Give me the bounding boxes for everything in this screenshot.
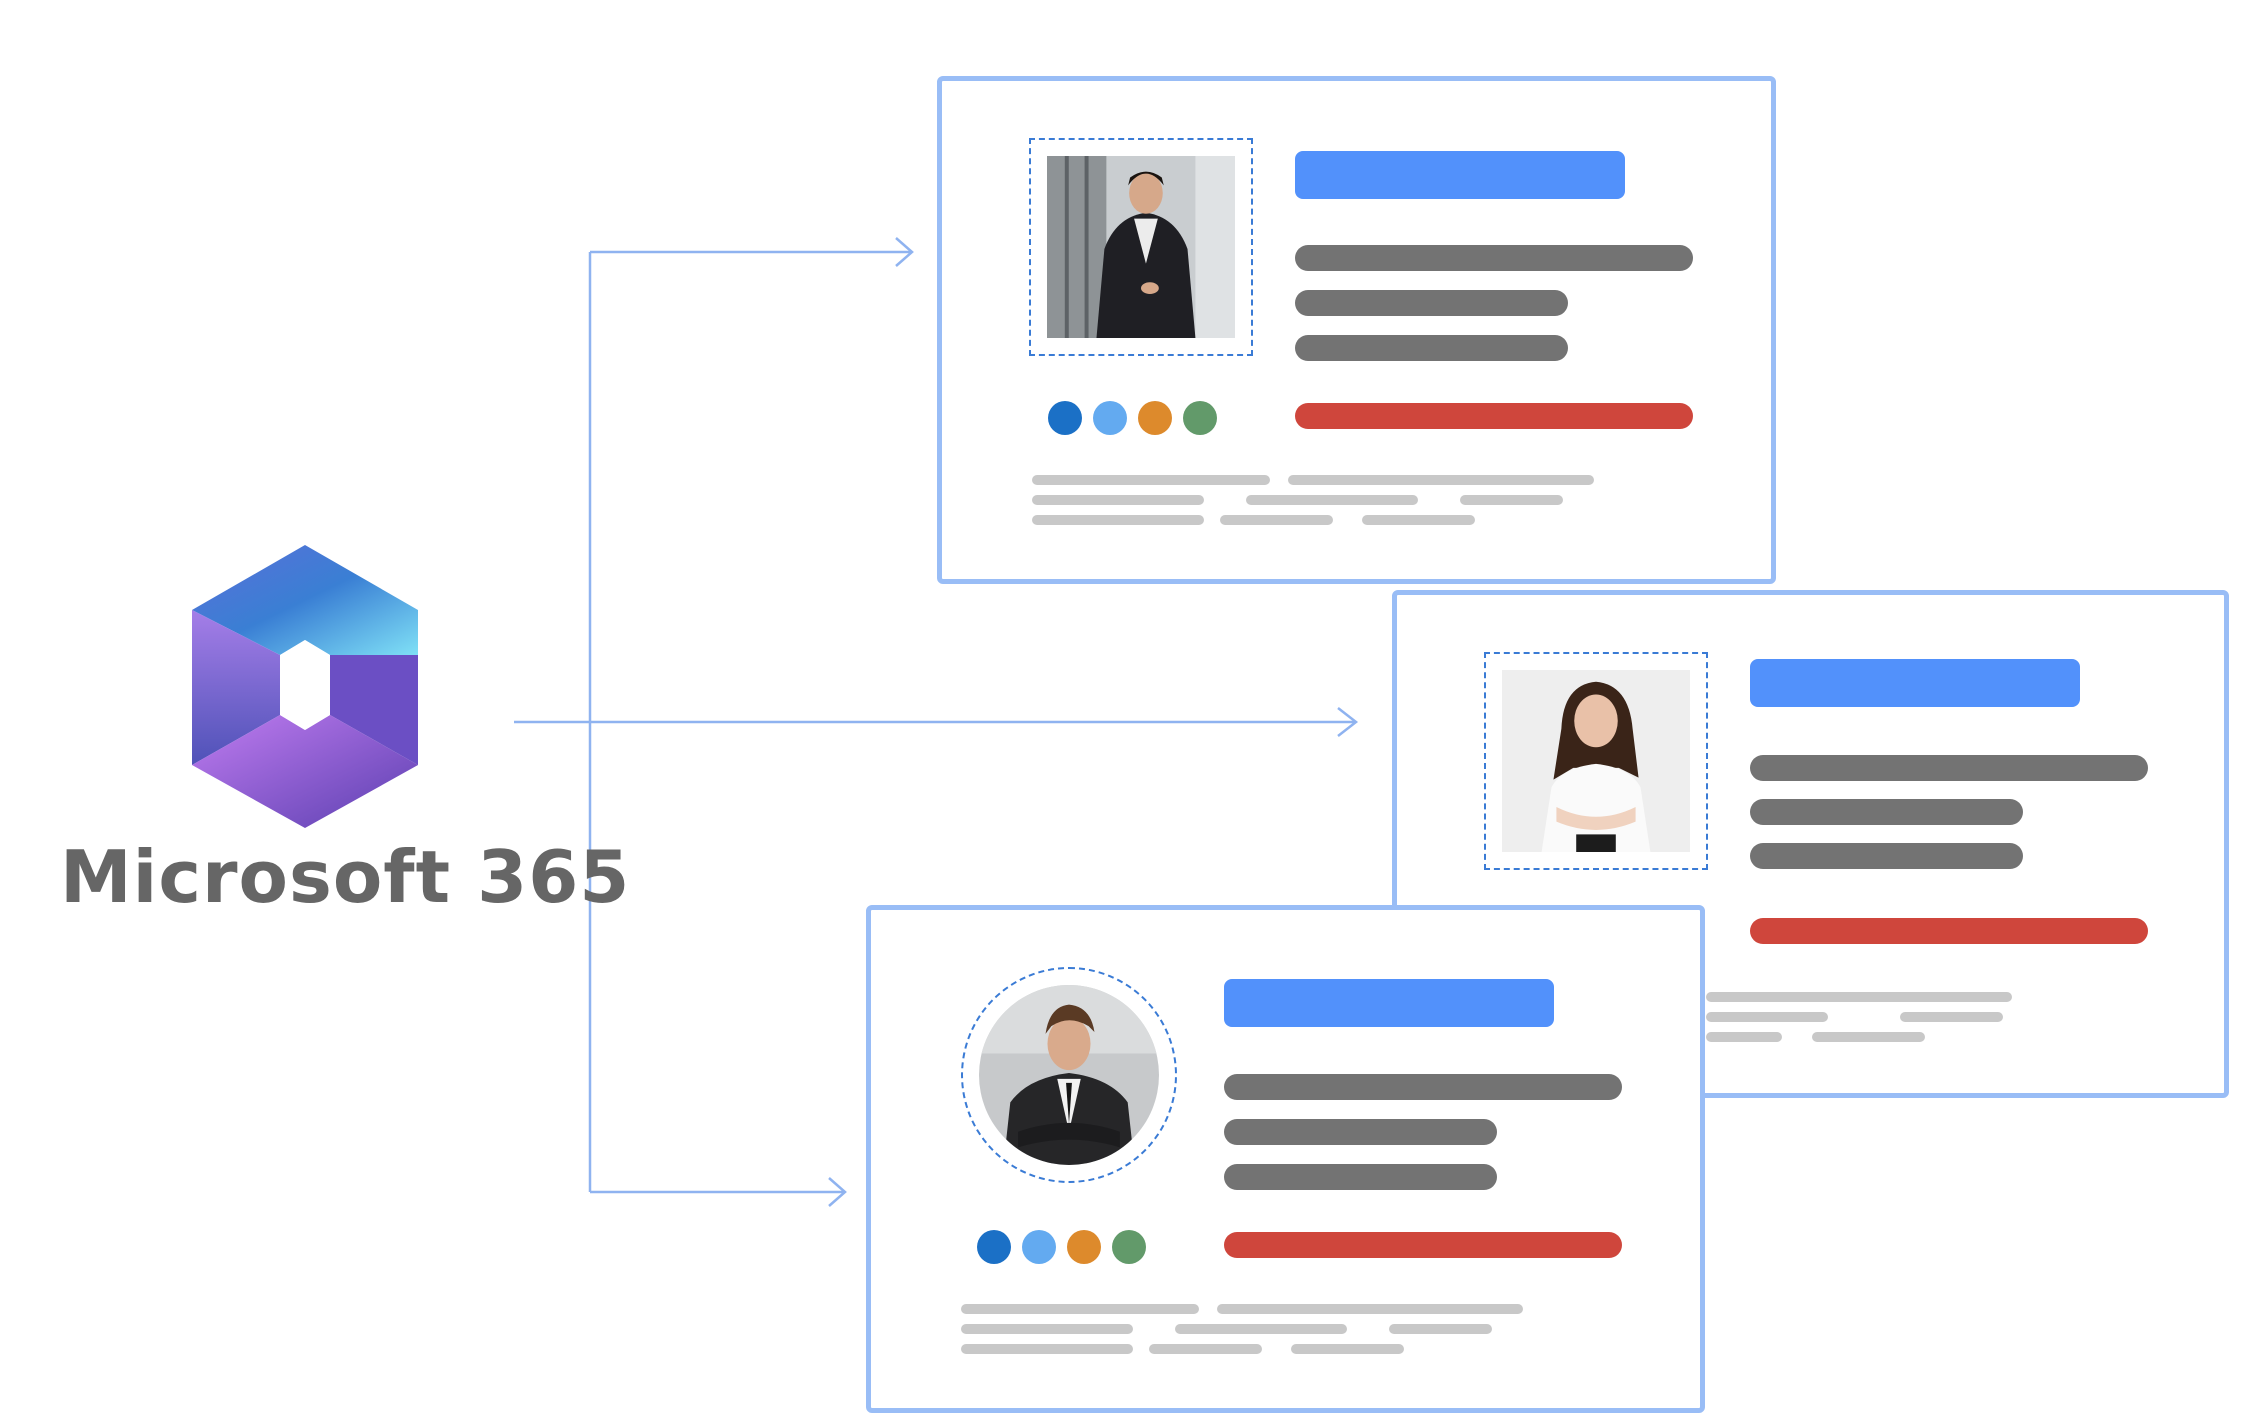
microsoft-365-logo-icon bbox=[170, 540, 440, 830]
text-bar bbox=[1750, 755, 2148, 781]
name-bar bbox=[1224, 979, 1554, 1027]
brand-name: Microsoft 365 bbox=[60, 835, 631, 919]
faint-line bbox=[1706, 1032, 1782, 1042]
profile-photo-man-suit bbox=[979, 985, 1159, 1165]
text-bar bbox=[1750, 799, 2023, 825]
status-dot bbox=[1093, 401, 1127, 435]
name-bar bbox=[1295, 151, 1625, 199]
profile-card-1 bbox=[937, 76, 1776, 584]
faint-line bbox=[1362, 515, 1475, 525]
arrow-right-icon bbox=[828, 1177, 847, 1207]
accent-bar bbox=[1750, 918, 2148, 944]
faint-line bbox=[1032, 475, 1270, 485]
status-dot bbox=[1183, 401, 1217, 435]
profile-card-3 bbox=[866, 905, 1705, 1413]
status-dot bbox=[1022, 1230, 1056, 1264]
text-bar bbox=[1224, 1074, 1622, 1100]
photo-frame bbox=[1029, 138, 1253, 356]
faint-line bbox=[1217, 1304, 1523, 1314]
faint-line bbox=[1291, 1344, 1404, 1354]
faint-line bbox=[1175, 1324, 1347, 1334]
text-bar bbox=[1224, 1119, 1497, 1145]
faint-line bbox=[1706, 1012, 1828, 1022]
faint-line bbox=[1149, 1344, 1262, 1354]
accent-bar bbox=[1224, 1232, 1622, 1258]
accent-bar bbox=[1295, 403, 1693, 429]
faint-line bbox=[961, 1304, 1199, 1314]
text-bar bbox=[1224, 1164, 1497, 1190]
profile-photo-woman bbox=[1502, 670, 1690, 852]
text-bar bbox=[1750, 843, 2023, 869]
status-dot bbox=[1048, 401, 1082, 435]
faint-line bbox=[1706, 992, 2012, 1002]
arrow-right-icon bbox=[895, 237, 914, 267]
status-dot bbox=[977, 1230, 1011, 1264]
profile-photo-man-coat bbox=[1047, 156, 1235, 338]
faint-line bbox=[1389, 1324, 1492, 1334]
text-bar bbox=[1295, 335, 1568, 361]
name-bar bbox=[1750, 659, 2080, 707]
faint-line bbox=[1460, 495, 1563, 505]
faint-line bbox=[1032, 495, 1204, 505]
faint-line bbox=[1900, 1012, 2003, 1022]
faint-line bbox=[961, 1324, 1133, 1334]
faint-line bbox=[1246, 495, 1418, 505]
faint-line bbox=[1032, 515, 1204, 525]
text-bar bbox=[1295, 290, 1568, 316]
arrow-right-icon bbox=[1337, 707, 1359, 737]
status-dot bbox=[1067, 1230, 1101, 1264]
photo-frame bbox=[961, 967, 1177, 1183]
faint-line bbox=[1288, 475, 1594, 485]
text-bar bbox=[1295, 245, 1693, 271]
status-dot bbox=[1112, 1230, 1146, 1264]
photo-frame bbox=[1484, 652, 1708, 870]
faint-line bbox=[961, 1344, 1133, 1354]
faint-line bbox=[1220, 515, 1333, 525]
status-dot bbox=[1138, 401, 1172, 435]
profile-card-2 bbox=[1392, 590, 2229, 1098]
faint-line bbox=[1812, 1032, 1925, 1042]
